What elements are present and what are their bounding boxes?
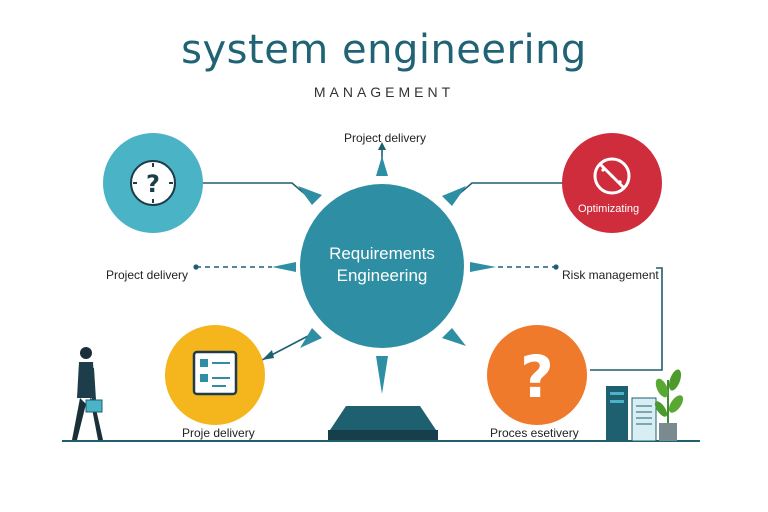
- arrowhead-bottom-left: [262, 350, 274, 360]
- label-left: Project delivery: [106, 268, 189, 282]
- node-top-right: [562, 133, 662, 233]
- center-node: [300, 184, 464, 348]
- label-top-right-node: Optimizating: [578, 203, 640, 215]
- label-right: Risk management: [562, 268, 659, 282]
- center-node-label: Requirements Engineering: [300, 243, 464, 287]
- spike-top-left: [298, 186, 322, 205]
- arrowhead-top: [378, 142, 386, 150]
- center-label-line2: Engineering: [336, 266, 428, 285]
- connector-risk-line: [590, 267, 663, 371]
- diagram-title: system engineering: [181, 27, 587, 73]
- label-top: Project delivery: [344, 131, 427, 145]
- spike-bottom-right: [442, 328, 466, 346]
- spike-left: [272, 262, 296, 272]
- center-label-line1: Requirements: [329, 244, 435, 263]
- plant-icon: [654, 369, 684, 441]
- spike-right: [470, 262, 496, 272]
- question-icon: ?: [520, 343, 554, 411]
- document-icon: [192, 350, 238, 396]
- spike-bottom: [376, 356, 388, 394]
- connector-top-right: [451, 182, 566, 201]
- spike-top: [376, 156, 388, 176]
- connector-right-dot: [553, 264, 559, 270]
- node-bottom-right: [487, 325, 587, 425]
- label-bottom-left-node: Proje delivery: [182, 426, 255, 440]
- prohibited-icon: [593, 157, 631, 195]
- connector-top-left: [202, 182, 313, 201]
- pedestal-base: [328, 430, 438, 440]
- file-icon: [631, 397, 657, 442]
- pedestal: [330, 406, 436, 430]
- svg-text:?: ?: [146, 170, 160, 198]
- spike-top-right: [442, 186, 466, 206]
- clock-question-icon: ?: [130, 160, 176, 206]
- person-figure: [72, 347, 103, 440]
- spike-bottom-left: [300, 328, 322, 348]
- label-bottom-right-node: Proces esetivery: [490, 426, 579, 440]
- connector-left-dot: [193, 264, 199, 270]
- server-icon: [606, 386, 628, 441]
- diagram-subtitle: MANAGEMENT: [313, 84, 455, 100]
